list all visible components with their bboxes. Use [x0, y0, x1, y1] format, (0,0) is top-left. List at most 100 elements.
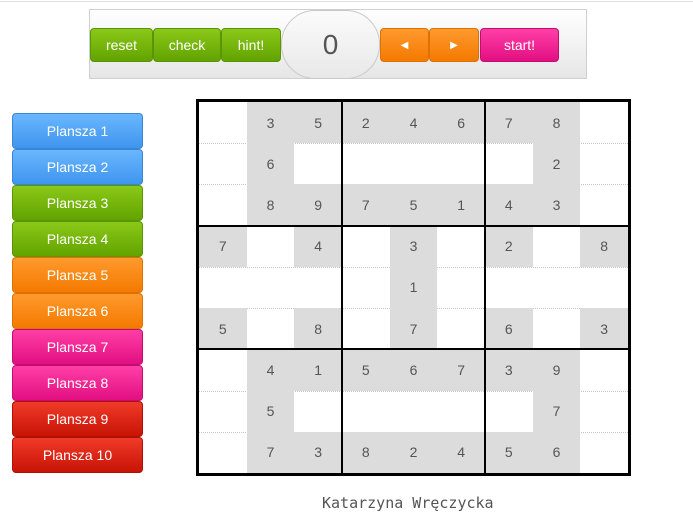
grid-cell[interactable] [199, 432, 247, 473]
grid-cell: 5 [342, 349, 390, 391]
grid-cell[interactable] [247, 226, 295, 267]
grid-cell[interactable] [533, 267, 581, 308]
grid-cell[interactable] [342, 391, 390, 432]
grid-cell[interactable] [342, 226, 390, 267]
grid-cell[interactable] [437, 143, 485, 184]
grid-cell[interactable] [485, 391, 533, 432]
grid-cell: 5 [485, 431, 533, 473]
grid-cell: 3 [532, 184, 581, 226]
grid-cell: 4 [246, 349, 295, 391]
grid-cell[interactable] [533, 308, 581, 349]
grid-cell: 5 [389, 184, 438, 226]
grid-cell[interactable] [580, 391, 628, 432]
grid-cell: 8 [532, 102, 581, 144]
grid-cell: 3 [485, 349, 533, 391]
board-button-6[interactable]: Plansza 6 [12, 293, 143, 329]
grid-cell[interactable] [199, 143, 247, 184]
grid-cell[interactable] [247, 267, 295, 308]
grid-cell: 7 [532, 390, 581, 432]
grid-cell: 1 [294, 349, 342, 391]
grid-cell[interactable] [247, 308, 295, 349]
grid-cell: 7 [437, 349, 485, 391]
grid-cell[interactable] [580, 267, 628, 308]
grid-cell: 6 [532, 431, 581, 473]
grid-cell: 9 [294, 184, 342, 226]
grid-cell[interactable] [437, 308, 485, 349]
grid-cell[interactable] [580, 184, 628, 225]
grid-cell[interactable] [533, 226, 581, 267]
grid-cell: 5 [246, 390, 295, 432]
grid-cell[interactable] [437, 226, 485, 267]
grid-cell[interactable] [580, 349, 628, 390]
grid-cell: 4 [437, 431, 485, 473]
grid-cell: 3 [246, 102, 295, 144]
board-button-4[interactable]: Plansza 4 [12, 221, 143, 257]
grid-cell: 7 [389, 308, 438, 350]
grid-cell: 5 [294, 102, 342, 144]
hint-button[interactable]: hint! [221, 28, 281, 62]
grid-cell: 7 [485, 102, 533, 144]
grid-cell: 2 [485, 225, 533, 267]
grid-cell[interactable] [437, 391, 485, 432]
board-button-9[interactable]: Plansza 9 [12, 401, 143, 437]
grid-cell: 3 [580, 308, 628, 350]
chevron-right-icon: ▶ [450, 39, 458, 51]
grid-cell: 8 [246, 184, 295, 226]
grid-cell[interactable] [580, 102, 628, 143]
grid-cell[interactable] [294, 143, 342, 184]
grid-cell: 7 [342, 184, 390, 226]
check-button[interactable]: check [153, 28, 221, 62]
grid-cell[interactable] [437, 267, 485, 308]
author-name: Katarzyna Wręczycka [322, 494, 494, 512]
grid-cell: 4 [294, 225, 342, 267]
grid-cell[interactable] [199, 349, 247, 390]
board-button-7[interactable]: Plansza 7 [12, 329, 143, 365]
grid-cell: 6 [485, 308, 533, 350]
grid-cell: 5 [199, 308, 247, 350]
grid-cell[interactable] [199, 391, 247, 432]
box-divider-horizontal [199, 224, 628, 227]
grid-cell[interactable] [580, 143, 628, 184]
row-divider [199, 143, 628, 145]
move-counter: 0 [281, 10, 380, 79]
grid-cell: 2 [532, 143, 581, 185]
grid-cell: 2 [342, 102, 390, 144]
previous-button[interactable]: ◀ [380, 28, 429, 62]
grid-cell: 9 [532, 349, 581, 391]
grid-cell[interactable] [390, 391, 438, 432]
grid-cell: 7 [199, 225, 247, 267]
board-button-1[interactable]: Plansza 1 [12, 113, 143, 149]
board-button-5[interactable]: Plansza 5 [12, 257, 143, 293]
grid-cell[interactable] [342, 308, 390, 349]
grid-cell[interactable] [199, 184, 247, 225]
board-button-10[interactable]: Plansza 10 [12, 437, 143, 473]
grid-cell[interactable] [342, 267, 390, 308]
grid-cell[interactable] [199, 267, 247, 308]
start-button[interactable]: start! [480, 28, 559, 62]
next-button[interactable]: ▶ [429, 28, 479, 62]
grid-cell[interactable] [342, 143, 390, 184]
grid-cell: 4 [389, 102, 438, 144]
grid-cell: 7 [246, 431, 295, 473]
grid-cell: 8 [342, 431, 390, 473]
grid-cell[interactable] [294, 391, 342, 432]
grid-cell[interactable] [294, 267, 342, 308]
board-button-8[interactable]: Plansza 8 [12, 365, 143, 401]
grid-cell[interactable] [485, 267, 533, 308]
top-divider [0, 1, 693, 2]
reset-button[interactable]: reset [90, 28, 153, 62]
grid-cell: 3 [294, 431, 342, 473]
box-divider-vertical [341, 102, 343, 473]
grid-cell: 4 [485, 184, 533, 226]
box-divider-vertical [484, 102, 486, 473]
board-button-3[interactable]: Plansza 3 [12, 185, 143, 221]
grid-cell[interactable] [485, 143, 533, 184]
grid-cell[interactable] [580, 432, 628, 473]
board-button-2[interactable]: Plansza 2 [12, 149, 143, 185]
grid-cell: 8 [580, 225, 628, 267]
grid-cell: 6 [246, 143, 295, 185]
grid-cell[interactable] [199, 102, 247, 143]
box-divider-horizontal [199, 348, 628, 351]
grid-cell[interactable] [390, 143, 438, 184]
